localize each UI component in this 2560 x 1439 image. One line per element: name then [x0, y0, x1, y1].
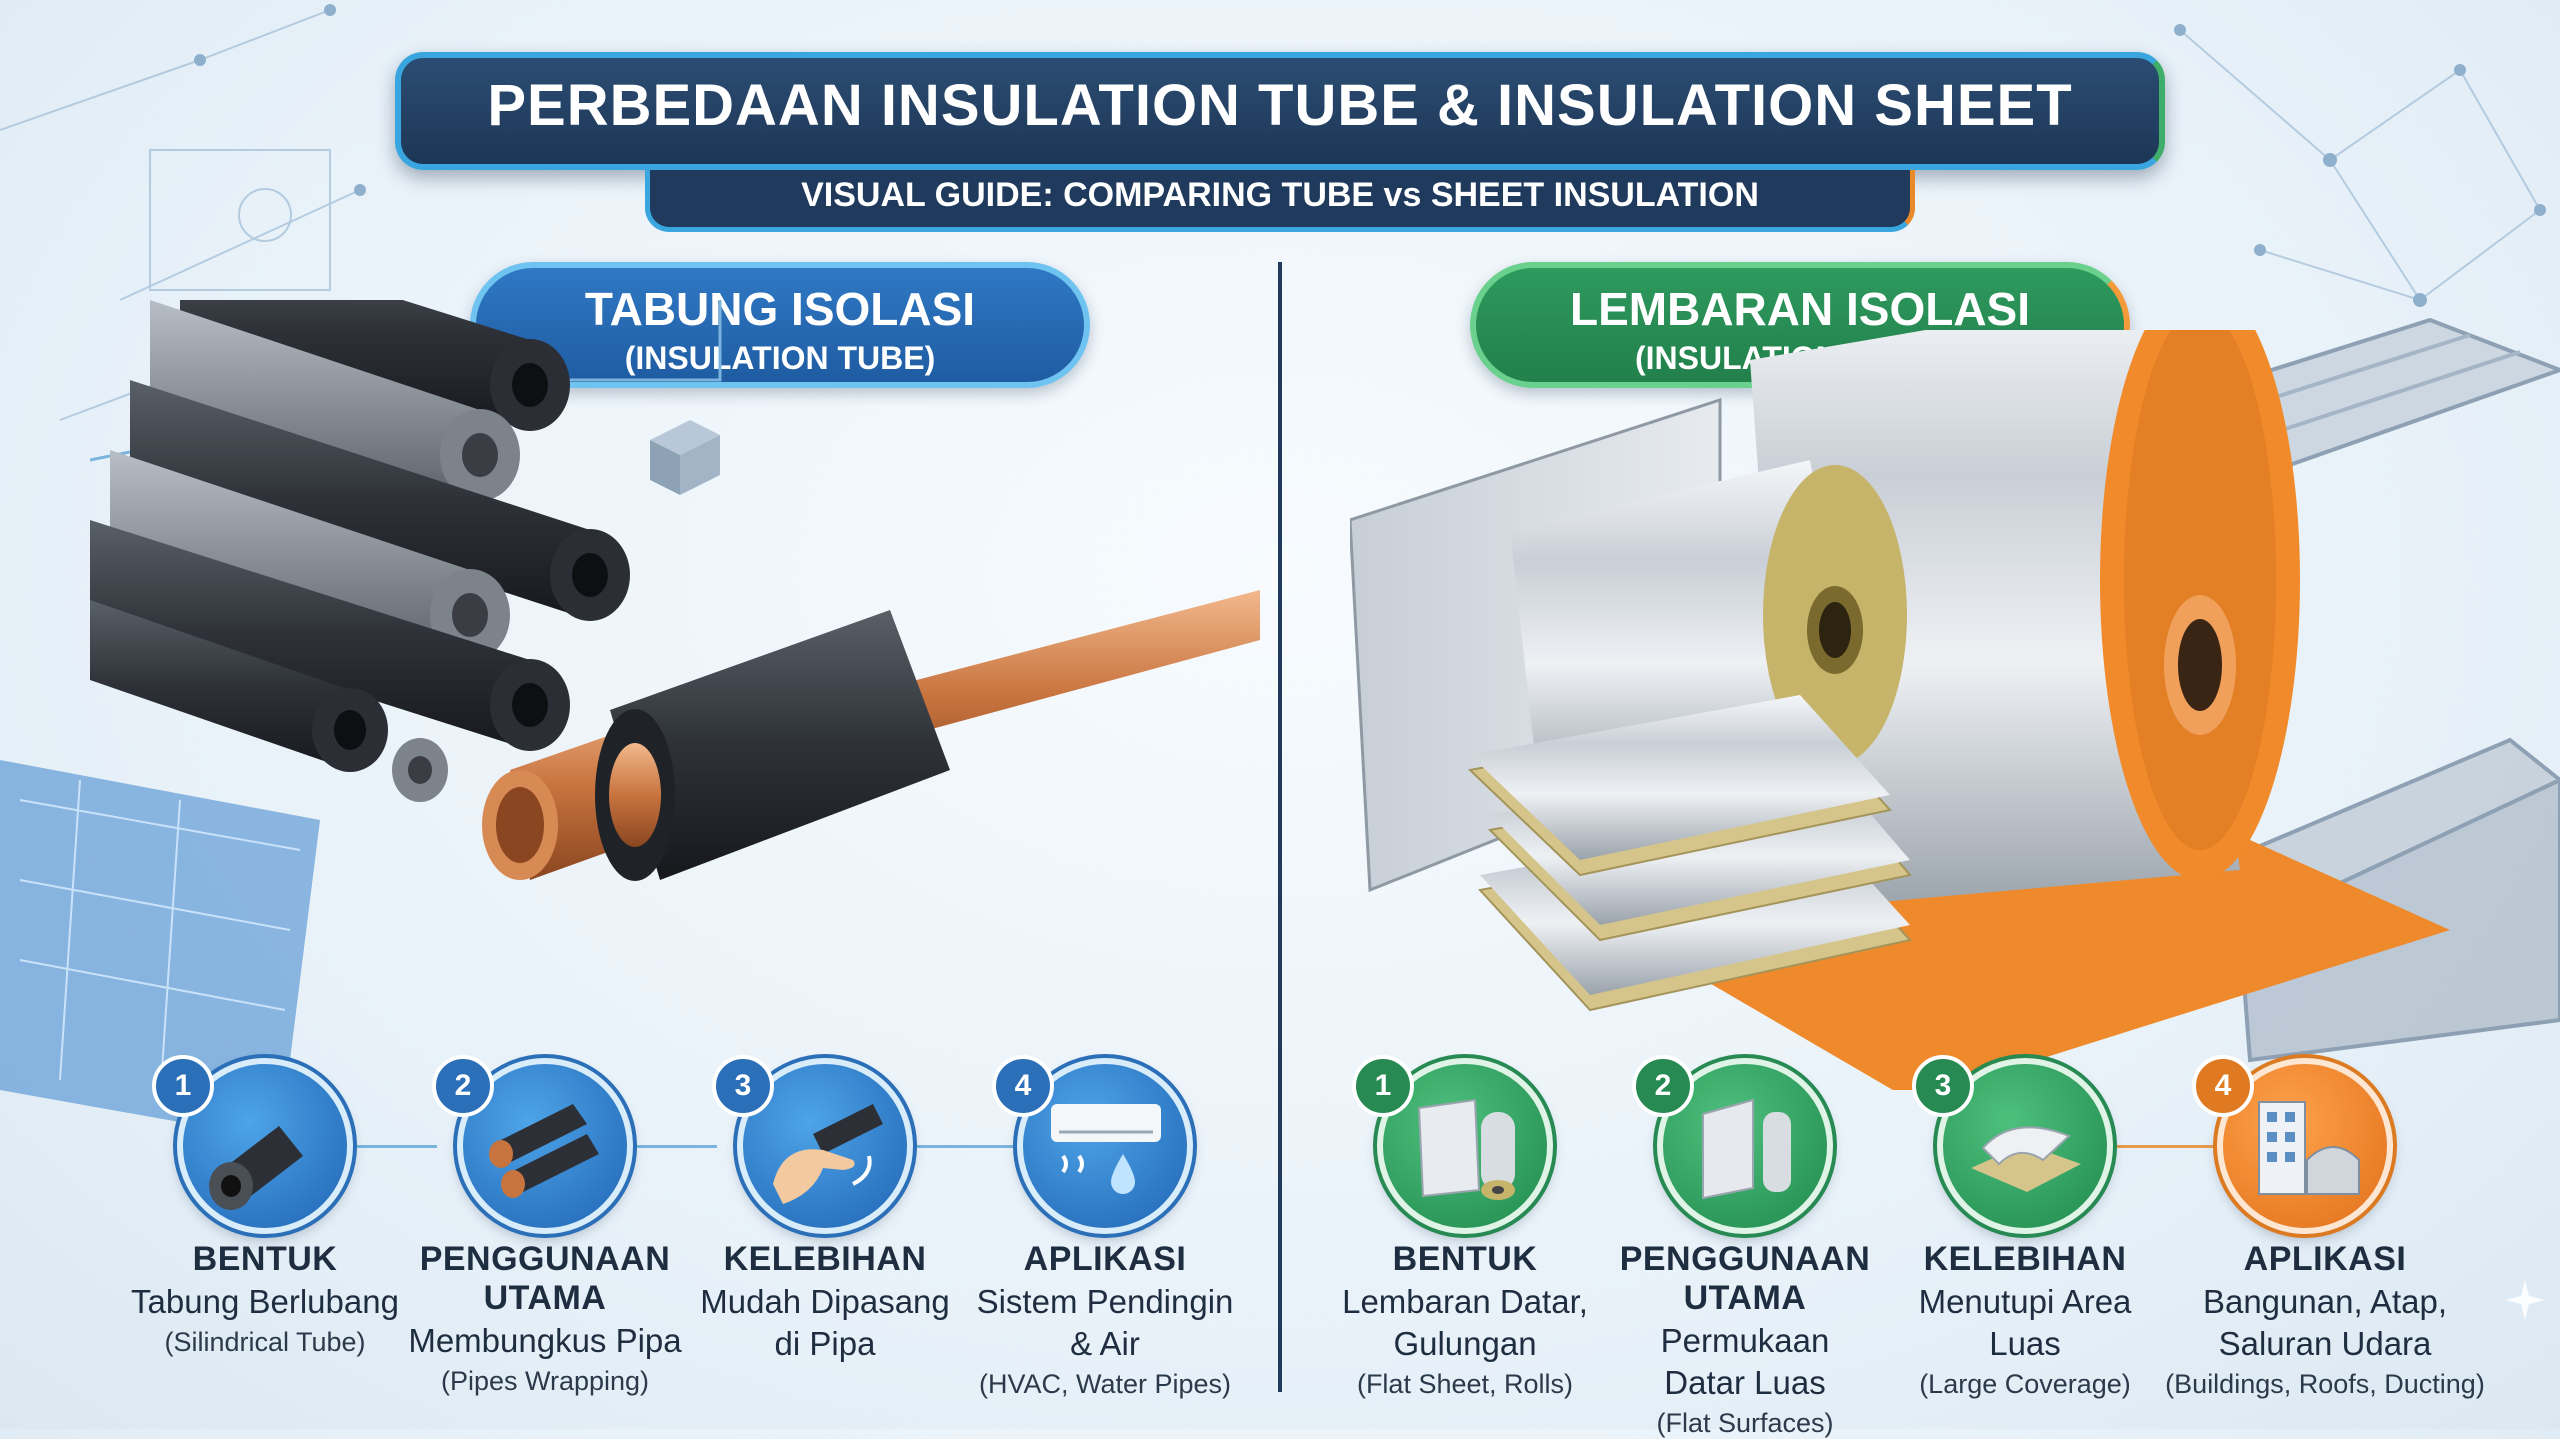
feature-desc: Tabung Berlubang	[131, 1283, 399, 1320]
feature-number-badge: 4	[2192, 1055, 2254, 1117]
connector-line	[635, 1145, 717, 1148]
tube-heading-pill: TABUNG ISOLASI (INSULATION TUBE)	[470, 262, 1090, 388]
tube-heading: TABUNG ISOLASI	[584, 283, 976, 335]
feature-desc: Membungkus Pipa	[408, 1322, 682, 1359]
feature-number-badge: 4	[992, 1055, 1054, 1117]
sparkle-icon	[2505, 1280, 2545, 1320]
feature-desc-en: (Flat Sheet, Rolls)	[1356, 1369, 1574, 1399]
tube-stack	[90, 300, 630, 802]
feature-number-badge: 2	[1632, 1055, 1694, 1117]
feature-number-badge: 3	[712, 1055, 774, 1117]
stacked-sheets	[1467, 695, 1912, 1012]
tube-feature-2: PENGGUNAAN UTAMA Membungkus Pipa (Pipes …	[385, 1240, 705, 1397]
feature-desc-en: (HVAC, Water Pipes)	[978, 1369, 1232, 1399]
connector-line	[2025, 1145, 2225, 1148]
title-banner-main	[395, 52, 2165, 170]
hand-install-icon	[733, 1054, 917, 1238]
tube-feature-1: BENTUK Tabung Berlubang (Silindrical Tub…	[105, 1240, 425, 1358]
feature-title: PENGGUNAAN UTAMA	[1619, 1240, 1871, 1317]
connector-line	[915, 1145, 1015, 1148]
feature-desc-en: (Pipes Wrapping)	[440, 1366, 650, 1396]
sheet-feature-4: APLIKASI Bangunan, Atap, Saluran Udara (…	[2145, 1240, 2505, 1400]
feature-title: BENTUK	[1392, 1240, 1538, 1278]
feature-number-badge: 1	[1352, 1055, 1414, 1117]
feature-title: KELEBIHAN	[1923, 1240, 2127, 1278]
feature-title: PENGGUNAAN UTAMA	[419, 1240, 671, 1317]
feature-desc-en: (Flat Surfaces)	[1656, 1408, 1834, 1438]
page-title: PERBEDAAN INSULATION TUBE & INSULATION S…	[487, 73, 2073, 138]
feature-desc: Mudah Dipasang	[700, 1283, 950, 1320]
feature-title: APLIKASI	[2243, 1240, 2407, 1278]
feature-desc-en: (Large Coverage)	[1919, 1369, 2131, 1399]
feature-title: BENTUK	[192, 1240, 338, 1278]
feature-desc: Sistem Pendingin	[976, 1283, 1234, 1320]
feature-desc: di Pipa	[774, 1325, 876, 1362]
sheet-heading: LEMBARAN ISOLASI	[1570, 283, 2030, 335]
connector-line	[355, 1145, 437, 1148]
center-divider	[1278, 262, 1282, 1392]
large-foil-roll	[1750, 330, 2300, 910]
feature-desc: Luas	[1989, 1325, 2061, 1362]
feature-desc: Lembaran Datar,	[1342, 1283, 1588, 1320]
air-conditioner-icon	[1013, 1054, 1197, 1238]
feature-number-badge: 2	[432, 1055, 494, 1117]
feature-desc-en: (Silindrical Tube)	[164, 1327, 366, 1357]
feature-desc: Gulungan	[1393, 1325, 1537, 1362]
tube-heading-en: (INSULATION TUBE)	[624, 340, 936, 376]
tube-feature-4: APLIKASI Sistem Pendingin & Air (HVAC, W…	[945, 1240, 1265, 1400]
feature-number-badge: 1	[152, 1055, 214, 1117]
sheet-feature-2: PENGGUNAAN UTAMA Permukaan Datar Luas (F…	[1585, 1240, 1905, 1439]
feature-title: KELEBIHAN	[723, 1240, 927, 1278]
sheet-illustration	[1350, 330, 2450, 1090]
feature-desc: & Air	[1070, 1325, 1140, 1362]
title-banner-sub	[645, 170, 1915, 232]
tube-feature-3: KELEBIHAN Mudah Dipasang di Pipa	[665, 1240, 985, 1363]
feature-desc: Saluran Udara	[2218, 1325, 2432, 1362]
sheet-feature-3: KELEBIHAN Menutupi Area Luas (Large Cove…	[1865, 1240, 2185, 1400]
feature-desc: Bangunan, Atap,	[2202, 1283, 2448, 1320]
feature-title: APLIKASI	[1023, 1240, 1187, 1278]
pipes-icon	[453, 1054, 637, 1238]
box-icon	[650, 420, 720, 495]
tube-illustration	[90, 300, 1260, 881]
feature-desc: Permukaan	[1660, 1322, 1830, 1359]
feature-desc: Datar Luas	[1664, 1364, 1826, 1401]
sheet-feature-1: BENTUK Lembaran Datar, Gulungan (Flat Sh…	[1305, 1240, 1625, 1400]
feature-desc: Menutupi Area	[1918, 1283, 2132, 1320]
page-subtitle: VISUAL GUIDE: COMPARING TUBE vs SHEET IN…	[801, 176, 1759, 214]
feature-desc-en: (Buildings, Roofs, Ducting)	[2165, 1369, 2485, 1399]
copper-pipe	[482, 590, 1260, 881]
feature-number-badge: 3	[1912, 1055, 1974, 1117]
title-banner: PERBEDAAN INSULATION TUBE & INSULATION S…	[395, 52, 2165, 232]
